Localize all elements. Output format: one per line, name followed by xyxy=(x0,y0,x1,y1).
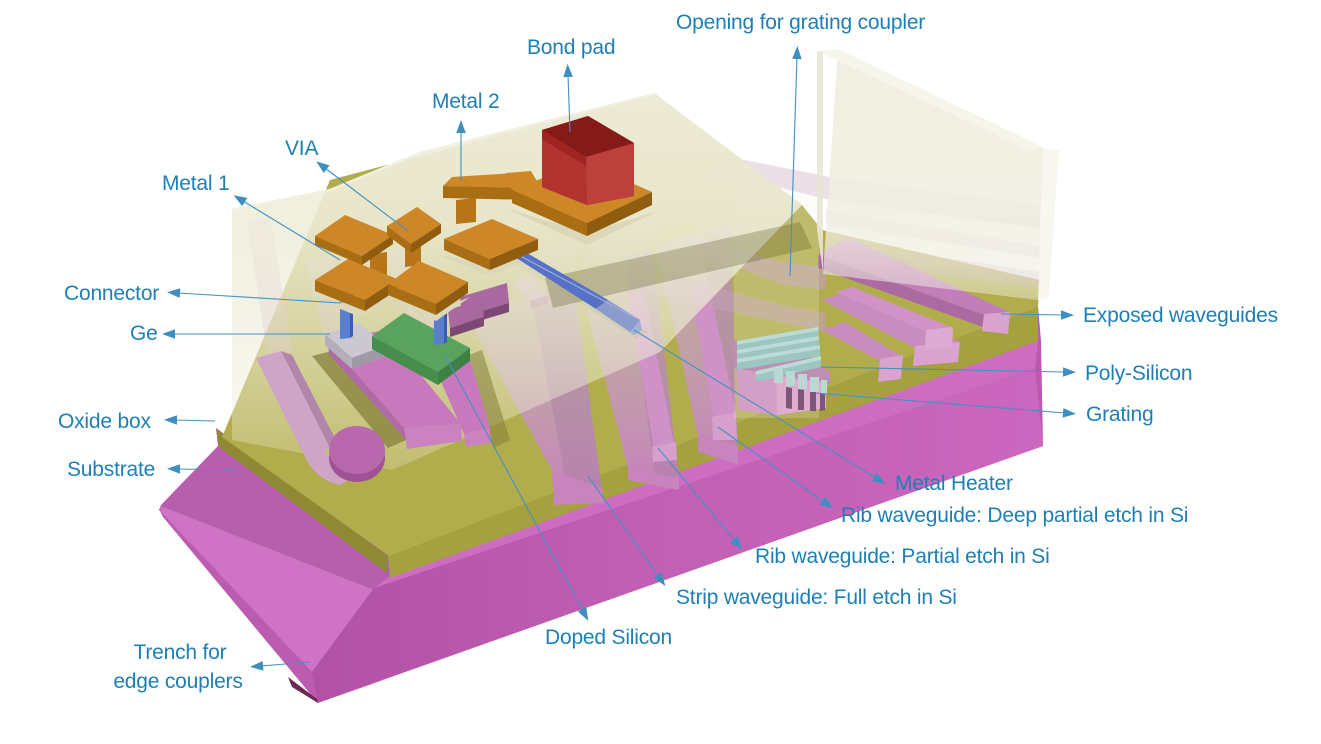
svg-text:Trench for: Trench for xyxy=(134,641,227,664)
svg-text:Metal Heater: Metal Heater xyxy=(895,472,1013,495)
svg-text:edge couplers: edge couplers xyxy=(113,670,242,693)
svg-text:Oxide box: Oxide box xyxy=(58,410,151,433)
svg-text:Ge: Ge xyxy=(130,322,158,345)
svg-text:Metal 1: Metal 1 xyxy=(162,172,229,195)
svg-text:Bond pad: Bond pad xyxy=(527,36,615,59)
svg-text:Exposed waveguides: Exposed waveguides xyxy=(1083,304,1278,327)
svg-text:Doped Silicon: Doped Silicon xyxy=(545,626,672,649)
svg-text:Rib waveguide: Partial etch in: Rib waveguide: Partial etch in Si xyxy=(755,545,1050,568)
svg-text:Metal 2: Metal 2 xyxy=(432,90,499,113)
svg-text:Substrate: Substrate xyxy=(67,458,155,481)
svg-text:VIA: VIA xyxy=(285,137,318,160)
svg-text:Grating: Grating xyxy=(1086,403,1153,426)
svg-text:Strip waveguide: Full etch in: Strip waveguide: Full etch in Si xyxy=(676,586,957,609)
svg-text:Opening for grating coupler: Opening for grating coupler xyxy=(676,11,925,34)
svg-text:Poly-Silicon: Poly-Silicon xyxy=(1085,362,1192,385)
svg-text:Rib waveguide: Deep partial et: Rib waveguide: Deep partial etch in Si xyxy=(841,504,1188,527)
svg-text:Connector: Connector xyxy=(64,282,159,305)
